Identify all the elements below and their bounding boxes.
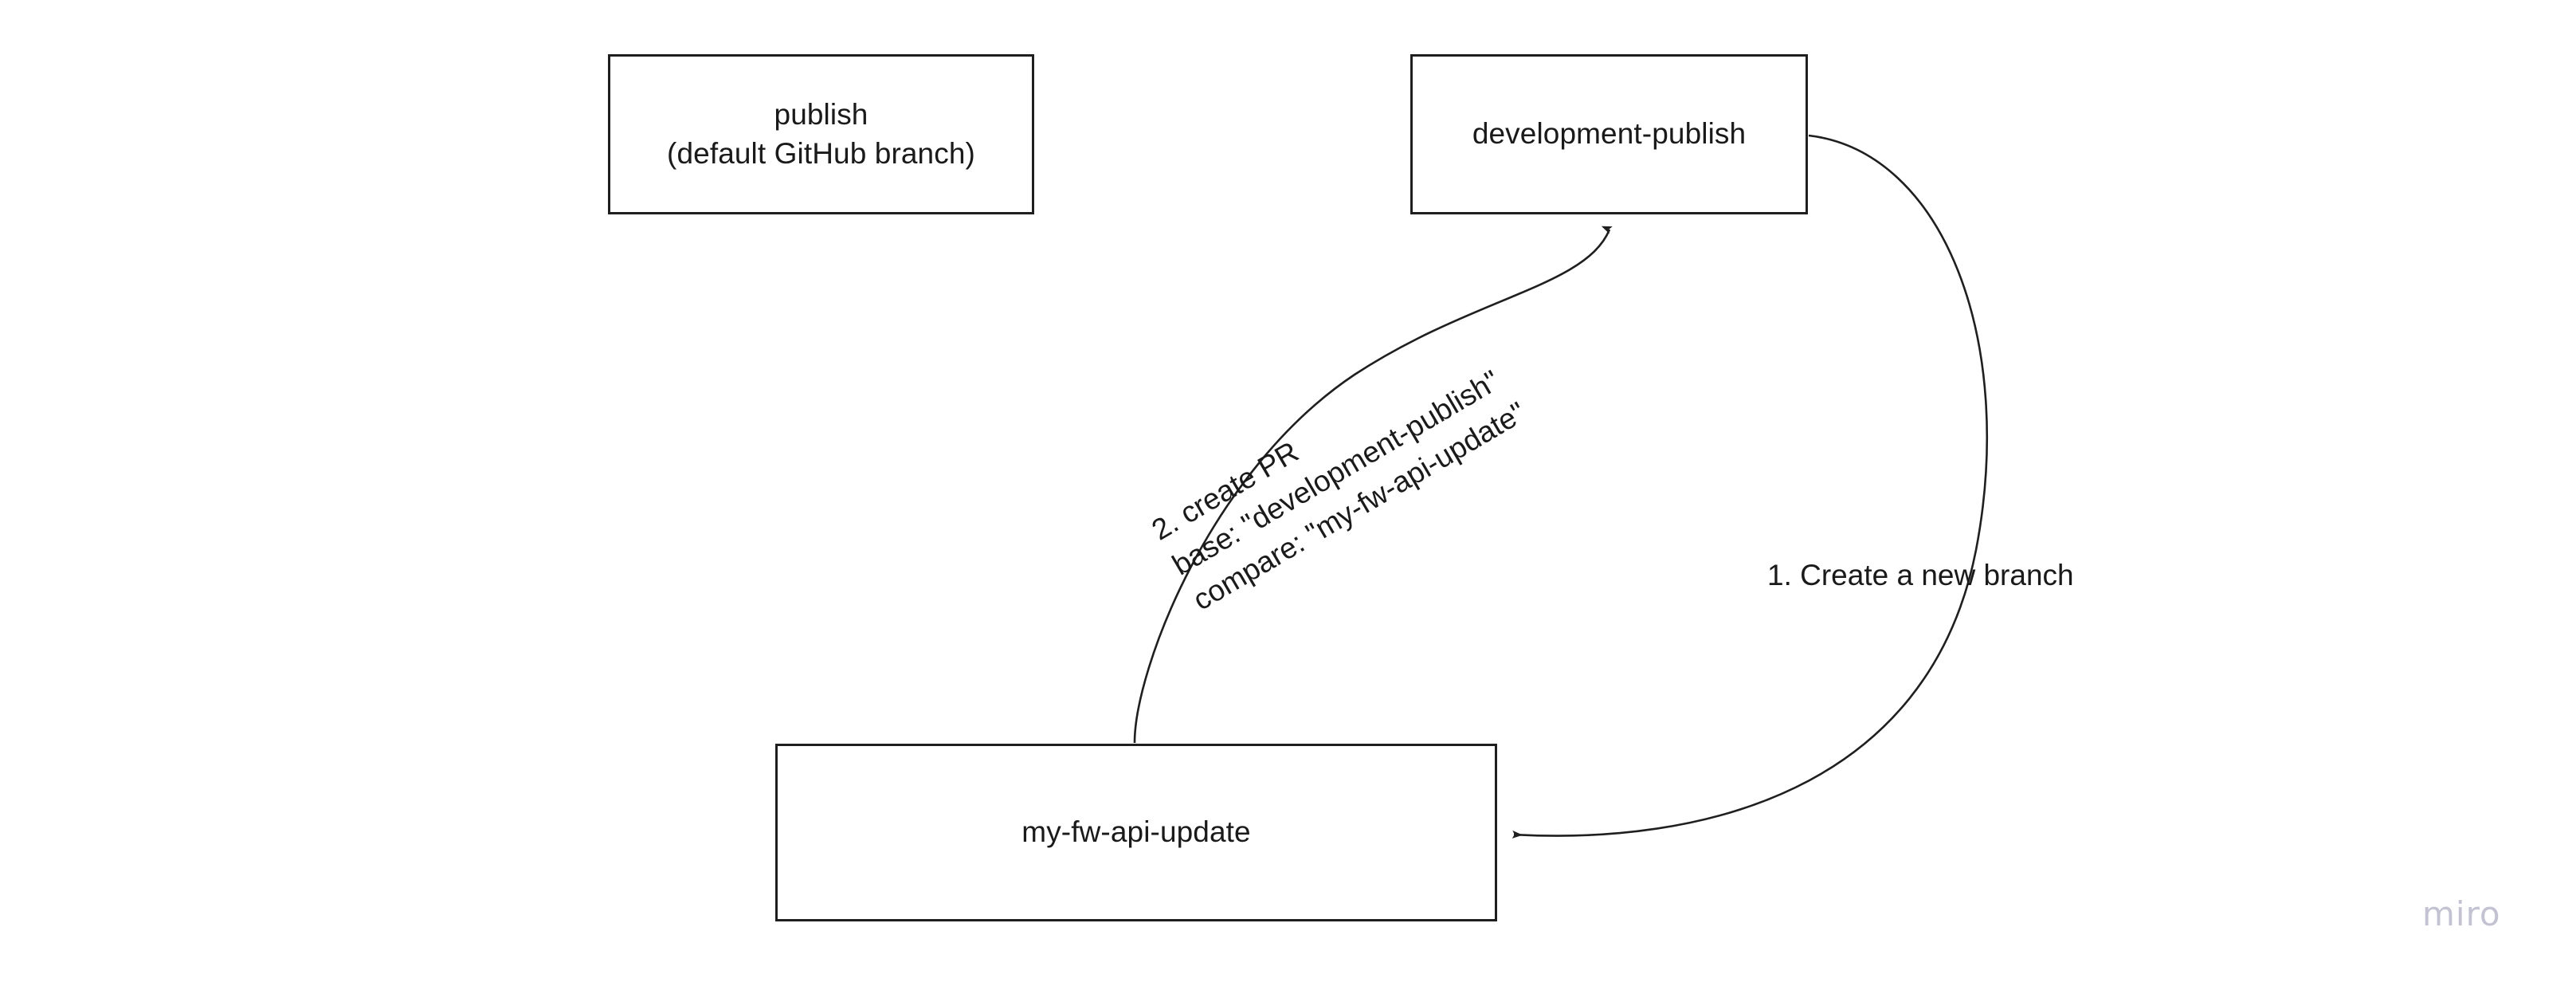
node-development-publish[interactable]: development-publish [1410,54,1808,214]
edge-create-pr-path [1133,226,1613,744]
node-publish[interactable]: publish (default GitHub branch) [608,54,1034,214]
node-publish-label: publish (default GitHub branch) [667,98,975,170]
edge-label-create-branch: 1. Create a new branch [1767,559,2074,591]
node-my-fw-api-update-label: my-fw-api-update [1021,815,1251,849]
edge-create-branch-path [1511,134,1989,839]
node-development-publish-label: development-publish [1472,117,1747,151]
miro-watermark: miro [2422,894,2501,933]
node-my-fw-api-update[interactable]: my-fw-api-update [775,744,1497,921]
